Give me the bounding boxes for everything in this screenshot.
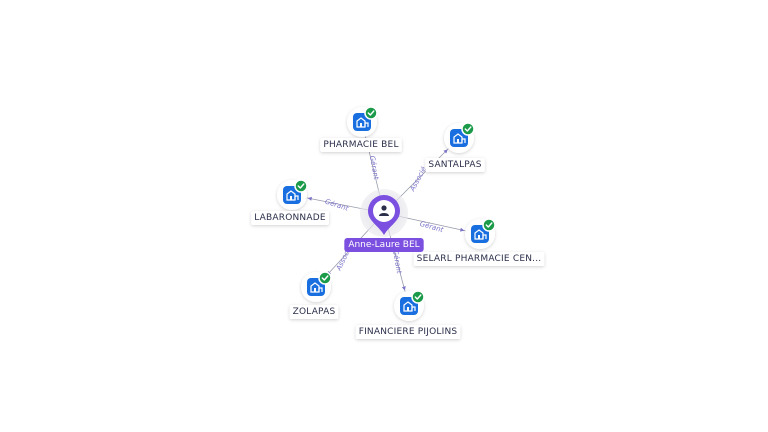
edge-label-selarl: Gérant: [419, 220, 445, 234]
person-icon: [379, 205, 389, 216]
company-name: SELARL PHARMACIE CEN...: [417, 254, 542, 264]
company-node-zolapas[interactable]: ZOLAPAS: [289, 271, 339, 319]
company-name: FINANCIERE PIJOLINS: [359, 327, 458, 337]
nodes-layer: PHARMACIE BEL SANTALPAS LABARONNADE SELARL …: [251, 106, 545, 339]
edge-label-labaronnade: Gérant: [324, 198, 350, 213]
company-label-santalpas[interactable]: SANTALPAS: [425, 158, 485, 172]
company-node-selarl[interactable]: SELARL PHARMACIE CEN...: [413, 218, 545, 266]
center-node[interactable]: Anne-Laure BEL: [344, 189, 424, 252]
check-badge-icon: [461, 122, 475, 136]
edge-arrow-financiere-pijolins: [401, 286, 406, 291]
edge-arrow-selarl: [460, 227, 465, 232]
edge-arrow-labaronnade: [307, 196, 313, 201]
company-node-pharmacie-bel[interactable]: PHARMACIE BEL: [320, 106, 402, 152]
company-label-financiere-pijolins[interactable]: FINANCIERE PIJOLINS: [355, 325, 461, 339]
company-name: LABARONNADE: [254, 213, 326, 223]
company-node-financiere-pijolins[interactable]: FINANCIERE PIJOLINS: [355, 290, 461, 339]
company-label-pharmacie-bel[interactable]: PHARMACIE BEL: [320, 138, 402, 152]
edge-label-pharmacie-bel: Gérant: [368, 155, 380, 180]
company-name: SANTALPAS: [428, 160, 481, 170]
check-badge-icon: [364, 106, 378, 120]
center-name-pill[interactable]: Anne-Laure BEL: [344, 238, 424, 252]
company-node-labaronnade[interactable]: LABARONNADE: [251, 179, 329, 225]
center-pin-inner: [373, 200, 395, 222]
company-name: PHARMACIE BEL: [323, 140, 398, 150]
company-node-santalpas[interactable]: SANTALPAS: [425, 122, 485, 172]
company-label-selarl[interactable]: SELARL PHARMACIE CEN...: [413, 252, 545, 266]
center-name: Anne-Laure BEL: [348, 240, 419, 250]
check-badge-icon: [294, 179, 308, 193]
edge-label-financiere-pijolins: Gérant: [391, 249, 403, 274]
company-label-zolapas[interactable]: ZOLAPAS: [289, 305, 339, 319]
check-badge-icon: [411, 290, 425, 304]
check-badge-icon: [318, 271, 332, 285]
edge-arrow-santalpas: [443, 149, 448, 154]
edge-label-santalpas: Associé: [408, 165, 428, 194]
company-label-labaronnade[interactable]: LABARONNADE: [251, 211, 329, 225]
check-badge-icon: [482, 218, 496, 232]
company-name: ZOLAPAS: [293, 307, 336, 317]
